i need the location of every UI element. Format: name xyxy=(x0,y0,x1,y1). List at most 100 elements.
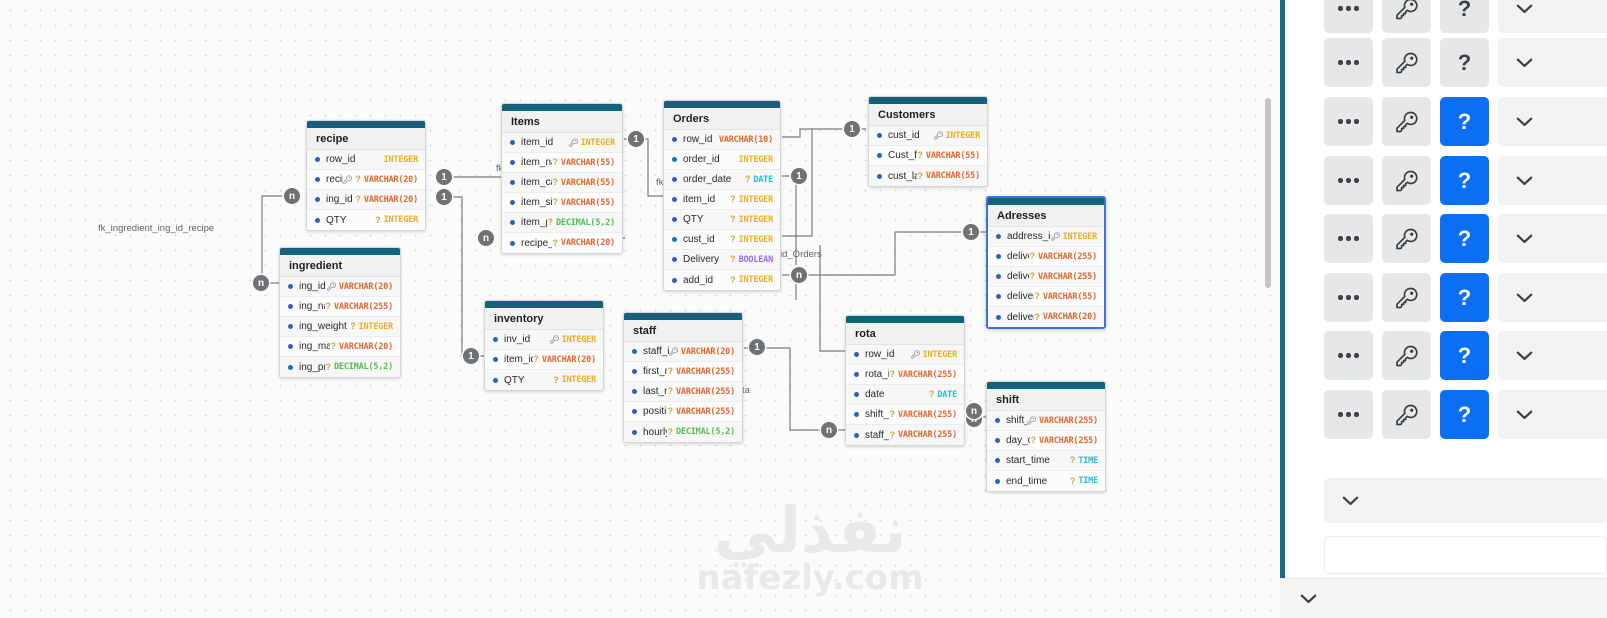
table-node-rota[interactable]: rotarow_idINTEGERrota_id?VARCHAR(255)dat… xyxy=(845,315,965,446)
panel-row[interactable]: ? xyxy=(1324,331,1607,380)
panel-bottom-bar[interactable] xyxy=(1280,578,1607,618)
type-select-dropdown[interactable] xyxy=(1498,390,1607,439)
nullable-toggle-button[interactable]: ? xyxy=(1440,273,1489,322)
erd-canvas[interactable]: نفذلي nafezly.com 1 xyxy=(0,0,1280,618)
table-field-row[interactable]: deliver…?VARCHAR(255) xyxy=(988,247,1104,267)
panel-row[interactable]: ? xyxy=(1324,0,1607,33)
table-field-row[interactable]: add_id?INTEGER xyxy=(664,270,780,290)
type-select-dropdown[interactable] xyxy=(1498,97,1607,146)
type-select-dropdown[interactable] xyxy=(1498,156,1607,205)
table-field-row[interactable]: item_id?INTEGER xyxy=(664,190,780,210)
type-select-dropdown[interactable] xyxy=(1498,214,1607,263)
table-field-row[interactable]: delivery…?VARCHAR(55) xyxy=(988,287,1104,307)
nullable-toggle-button[interactable]: ? xyxy=(1440,38,1489,87)
right-side-panel[interactable]: ???????? xyxy=(1280,0,1607,618)
table-field-row[interactable]: Cust_fir…?VARCHAR(55) xyxy=(869,146,987,166)
type-select-dropdown[interactable] xyxy=(1498,273,1607,322)
table-field-row[interactable]: recipe_id?VARCHAR(20) xyxy=(502,233,622,253)
table-field-row[interactable]: item_size?VARCHAR(55) xyxy=(502,193,622,213)
nullable-toggle-button[interactable]: ? xyxy=(1440,156,1489,205)
table-field-row[interactable]: order_date?DATE xyxy=(664,170,780,190)
more-options-button[interactable] xyxy=(1324,156,1373,205)
key-button[interactable] xyxy=(1382,156,1431,205)
nullable-toggle-button[interactable]: ? xyxy=(1440,0,1489,33)
table-field-row[interactable]: cust_id?INTEGER xyxy=(664,230,780,250)
table-field-row[interactable]: Delivery?BOOLEAN xyxy=(664,250,780,270)
nullable-toggle-button[interactable]: ? xyxy=(1440,390,1489,439)
table-field-row[interactable]: day_of…?VARCHAR(255) xyxy=(987,431,1105,451)
table-field-row[interactable]: shift_id?VARCHAR(255) xyxy=(846,405,964,425)
key-button[interactable] xyxy=(1382,331,1431,380)
key-button[interactable] xyxy=(1382,390,1431,439)
key-button[interactable] xyxy=(1382,97,1431,146)
table-field-row[interactable]: ing_pri…?DECIMAL(5,2) xyxy=(280,357,400,377)
more-options-button[interactable] xyxy=(1324,273,1373,322)
table-field-row[interactable]: cust_las…?VARCHAR(55) xyxy=(869,166,987,186)
nullable-toggle-button[interactable]: ? xyxy=(1440,331,1489,380)
table-field-row[interactable]: delivery…?VARCHAR(20) xyxy=(988,307,1104,327)
type-select-dropdown[interactable] xyxy=(1498,331,1607,380)
more-options-button[interactable] xyxy=(1324,38,1373,87)
type-select-dropdown[interactable] xyxy=(1498,38,1607,87)
table-node-items[interactable]: Itemsitem_idINTEGERitem_na…?VARCHAR(55)i… xyxy=(501,103,623,254)
table-field-row[interactable]: recip…?VARCHAR(20) xyxy=(307,170,425,190)
table-field-row[interactable]: ing_mass?VARCHAR(20) xyxy=(280,337,400,357)
table-field-row[interactable]: end_time?TIME xyxy=(987,471,1105,491)
more-options-button[interactable] xyxy=(1324,97,1373,146)
table-node-customers[interactable]: Customerscust_idINTEGERCust_fir…?VARCHAR… xyxy=(868,96,988,187)
table-field-row[interactable]: QTY?INTEGER xyxy=(664,210,780,230)
panel-row[interactable]: ? xyxy=(1324,390,1607,439)
panel-row[interactable]: ? xyxy=(1324,214,1607,263)
table-field-row[interactable]: ing_weight?INTEGER xyxy=(280,317,400,337)
canvas-vertical-scrollbar[interactable] xyxy=(1265,98,1271,288)
table-field-row[interactable]: QTY?INTEGER xyxy=(485,370,603,390)
panel-row[interactable]: ? xyxy=(1324,38,1607,87)
table-node-ingredient[interactable]: ingredienting_idVARCHAR(20)ing_na…?VARCH… xyxy=(279,247,401,378)
table-field-row[interactable]: item_p…?DECIMAL(5,2) xyxy=(502,213,622,233)
table-field-row[interactable]: deliver…?VARCHAR(255) xyxy=(988,267,1104,287)
panel-row[interactable]: ? xyxy=(1324,156,1607,205)
table-field-row[interactable]: last_n…?VARCHAR(255) xyxy=(624,382,742,402)
more-options-button[interactable] xyxy=(1324,390,1373,439)
table-field-row[interactable]: staff_id?VARCHAR(255) xyxy=(846,425,964,445)
table-field-row[interactable]: QTY?INTEGER xyxy=(307,210,425,230)
key-button[interactable] xyxy=(1382,273,1431,322)
table-field-row[interactable]: position?VARCHAR(255) xyxy=(624,402,742,422)
more-options-button[interactable] xyxy=(1324,0,1373,33)
panel-input-stub[interactable] xyxy=(1324,536,1607,574)
key-button[interactable] xyxy=(1382,214,1431,263)
table-field-row[interactable]: date?DATE xyxy=(846,385,964,405)
table-node-staff[interactable]: staffstaff_idVARCHAR(20)first_n…?VARCHAR… xyxy=(623,312,743,443)
table-node-adresses[interactable]: Adressesaddress_idINTEGERdeliver…?VARCHA… xyxy=(986,196,1106,329)
table-field-row[interactable]: start_time?TIME xyxy=(987,451,1105,471)
nullable-toggle-button[interactable]: ? xyxy=(1440,97,1489,146)
panel-collapsed-section[interactable] xyxy=(1324,478,1607,523)
more-options-button[interactable] xyxy=(1324,331,1373,380)
key-button[interactable] xyxy=(1382,38,1431,87)
panel-row[interactable]: ? xyxy=(1324,273,1607,322)
panel-row[interactable]: ? xyxy=(1324,97,1607,146)
table-field-row[interactable]: item_id?VARCHAR(20) xyxy=(485,350,603,370)
table-field-row[interactable]: item_cat?VARCHAR(55) xyxy=(502,173,622,193)
nullable-toggle-button[interactable]: ? xyxy=(1440,214,1489,263)
table-field-row[interactable]: rota_id?VARCHAR(255) xyxy=(846,365,964,385)
table-field-row[interactable]: ing_id?VARCHAR(20) xyxy=(307,190,425,210)
key-button[interactable] xyxy=(1382,0,1431,33)
table-field-row[interactable]: hourly…?DECIMAL(5,2) xyxy=(624,422,742,442)
more-options-button[interactable] xyxy=(1324,214,1373,263)
table-field-row[interactable]: first_n…?VARCHAR(255) xyxy=(624,362,742,382)
table-node-shift[interactable]: shiftshift_idVARCHAR(255)day_of…?VARCHAR… xyxy=(986,381,1106,492)
table-field-row[interactable]: ing_na…?VARCHAR(255) xyxy=(280,297,400,317)
